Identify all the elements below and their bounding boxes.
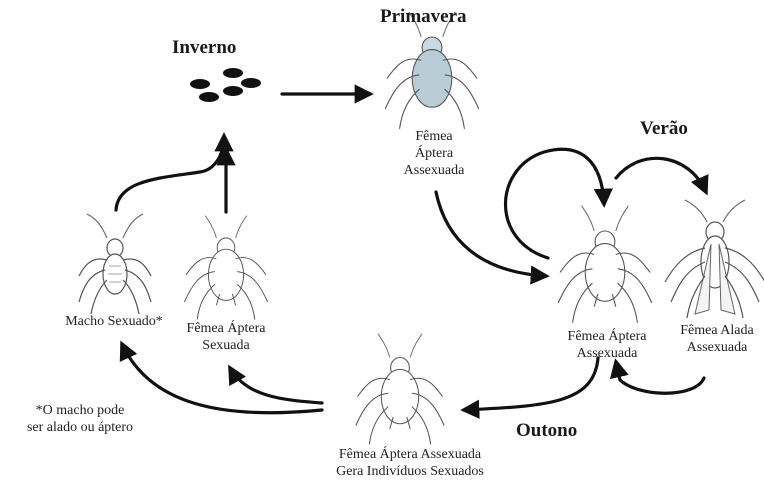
label-spring-female: Fêmea Áptera Assexuada: [384, 128, 484, 179]
arrow-autumn-to-male: [122, 344, 322, 413]
label-line: Assexuada: [384, 162, 484, 179]
label-line: Assexuada: [670, 339, 764, 356]
label-line: Fêmea Áptera: [553, 328, 661, 345]
footnote-line: ser alado ou áptero: [10, 419, 150, 436]
label-line: Gera Indivíduos Sexuados: [300, 463, 520, 480]
label-line: Fêmea Alada: [670, 322, 764, 339]
label-line: Fêmea Áptera: [176, 320, 276, 337]
arrow-winged-return: [616, 362, 704, 393]
label-line: Sexuada: [176, 337, 276, 354]
arrow-summer-loop: [506, 149, 605, 258]
label-line: Fêmea Áptera Assexuada: [300, 446, 520, 463]
arrow-summer-to-autumn: [464, 358, 598, 410]
label-autumn-female: Fêmea Áptera Assexuada Gera Indivíduos S…: [300, 446, 520, 480]
arrow-male-to-winter: [116, 136, 224, 210]
label-line: Fêmea: [384, 128, 484, 145]
label-summer-winged: Fêmea Alada Assexuada: [670, 322, 764, 356]
winged-aphid-icon: [665, 200, 764, 318]
arrow-to-winged: [616, 158, 706, 192]
male-aphid-icon: [79, 214, 151, 314]
label-line: Assexuada: [553, 345, 661, 362]
arrow-autumn-to-female: [230, 368, 322, 403]
arrow-spring-to-summer: [436, 192, 546, 276]
autumn-aphid-icon: [356, 334, 444, 445]
label-line: Áptera: [384, 145, 484, 162]
season-summer: Verão: [640, 118, 688, 140]
egg-cluster-icon: [190, 68, 261, 102]
season-autumn: Outono: [516, 420, 577, 442]
label-sexual-male: Macho Sexuado*: [52, 313, 176, 330]
season-winter: Inverno: [172, 37, 236, 59]
label-sexual-female: Fêmea Áptera Sexuada: [176, 320, 276, 354]
footnote-line: *O macho pode: [10, 402, 150, 419]
season-spring: Primavera: [380, 6, 467, 28]
footnote: *O macho pode ser alado ou áptero: [10, 402, 150, 436]
sexual-female-aphid-icon: [184, 216, 267, 320]
summer-wingless-aphid-icon: [558, 206, 652, 323]
label-summer-wingless: Fêmea Áptera Assexuada: [553, 328, 661, 362]
spring-aphid-icon: [385, 12, 479, 129]
